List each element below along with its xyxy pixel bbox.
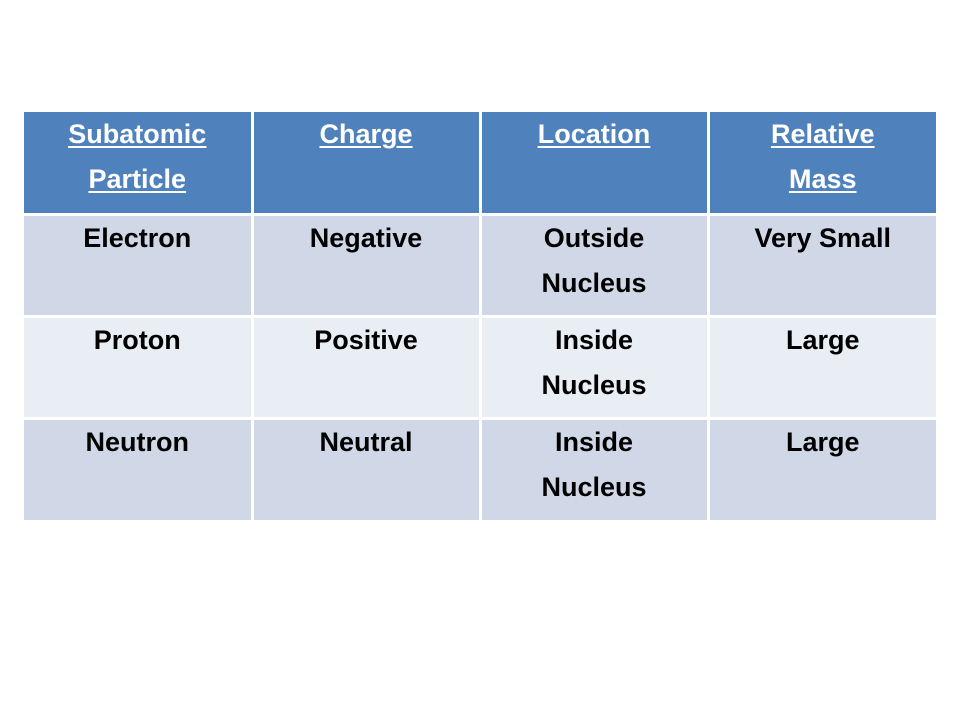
- header-relative-mass: Relative Mass: [708, 112, 936, 216]
- cell-relative-mass: Large: [708, 418, 936, 520]
- header-text-line: Relative: [716, 112, 931, 157]
- cell-charge: Positive: [252, 316, 482, 420]
- cell-location: Inside Nucleus: [480, 418, 710, 520]
- table-row: Neutron Neutral Inside Nucleus Large: [24, 418, 936, 520]
- cell-particle: Proton: [24, 316, 254, 420]
- subatomic-particles-table: Subatomic Particle Charge Location Relat…: [24, 112, 936, 520]
- header-charge: Charge: [252, 112, 482, 216]
- cell-text-line: Large: [785, 324, 860, 355]
- cell-particle: Electron: [24, 214, 254, 318]
- table-row: Proton Positive Inside Nucleus Large: [24, 316, 936, 420]
- cell-location: Inside Nucleus: [480, 316, 710, 420]
- cell-text-line: Inside: [554, 324, 634, 355]
- cell-relative-mass: Very Small: [708, 214, 936, 318]
- cell-text-line: Positive: [314, 324, 418, 355]
- cell-text-line: Large: [785, 426, 860, 457]
- cell-location: Outside Nucleus: [480, 214, 710, 318]
- cell-text-line: Inside: [554, 426, 634, 457]
- header-text-line: Particle: [30, 157, 245, 202]
- header-text-line: Location: [488, 112, 701, 157]
- cell-text-line: Neutral: [319, 426, 413, 457]
- cell-text-line: Neutron: [85, 426, 190, 457]
- header-subatomic-particle: Subatomic Particle: [24, 112, 254, 216]
- table-header: Subatomic Particle Charge Location Relat…: [24, 112, 936, 216]
- cell-relative-mass: Large: [708, 316, 936, 420]
- header-text: Subatomic: [68, 119, 207, 149]
- cell-text-line: Nucleus: [541, 471, 647, 502]
- cell-text-line: Nucleus: [541, 369, 647, 400]
- cell-particle: Neutron: [24, 418, 254, 520]
- header-row: Subatomic Particle Charge Location Relat…: [24, 112, 936, 216]
- header-text: Charge: [319, 119, 413, 149]
- cell-text-line: Very Small: [754, 222, 892, 253]
- cell-text-line: Outside: [543, 222, 645, 253]
- cell-charge: Negative: [252, 214, 482, 318]
- header-text: Relative: [770, 119, 875, 149]
- header-text: Location: [537, 119, 651, 149]
- header-text: Particle: [88, 164, 187, 194]
- table-row: Electron Negative Outside Nucleus Very S…: [24, 214, 936, 318]
- header-location: Location: [480, 112, 710, 216]
- cell-text-line: Negative: [309, 222, 423, 253]
- cell-charge: Neutral: [252, 418, 482, 520]
- table-body: Electron Negative Outside Nucleus Very S…: [24, 214, 936, 520]
- cell-text-line: Nucleus: [541, 267, 647, 298]
- cell-text-line: Electron: [83, 222, 192, 253]
- header-text-line: Subatomic: [30, 112, 245, 157]
- header-text-line: Charge: [260, 112, 473, 157]
- header-text-line: Mass: [716, 157, 931, 202]
- cell-text-line: Proton: [93, 324, 181, 355]
- header-text: Mass: [788, 164, 857, 194]
